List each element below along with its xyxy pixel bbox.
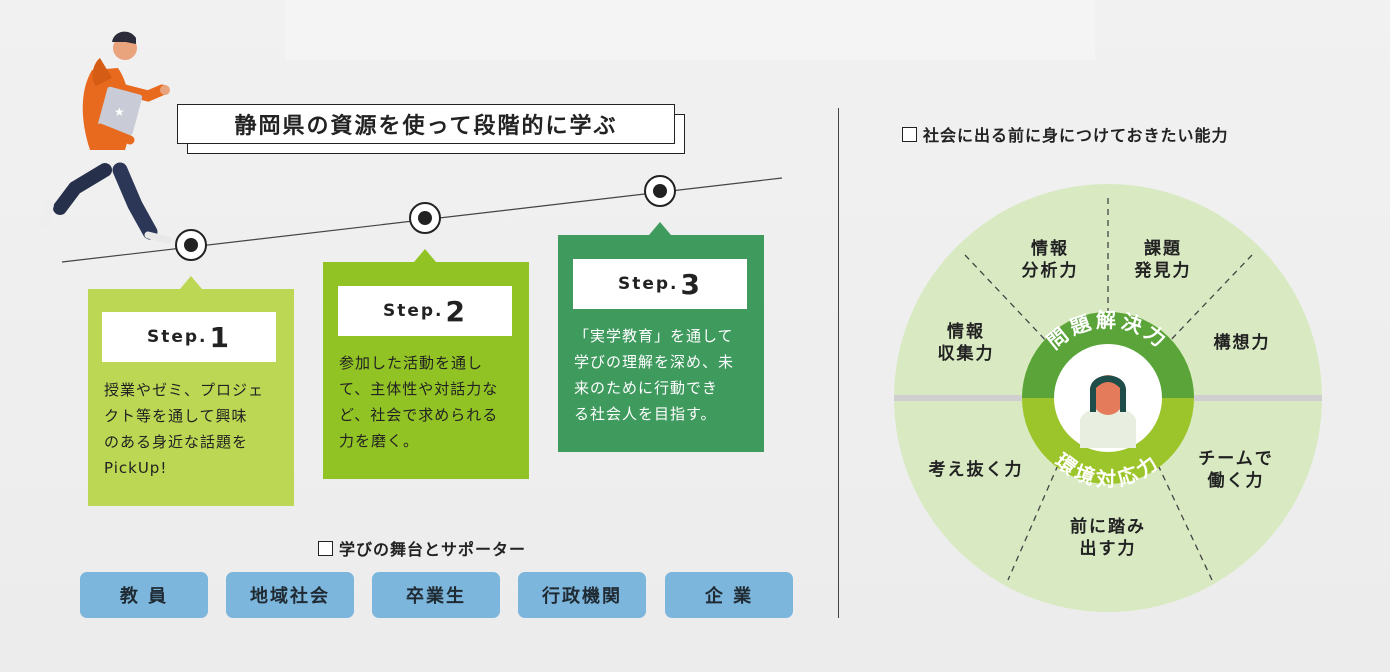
supporter-alumni: 卒業生 [372,572,500,618]
supporter-companies: 企 業 [665,572,793,618]
step-1-label: Step.1 [102,312,276,362]
top-band [285,0,1095,60]
step-3-prefix: Step. [617,274,679,294]
wheel-dividers [964,198,1253,581]
ability-text: 考え抜く力 [928,460,1024,480]
ability-text: 情報 [947,322,985,342]
supporters-title-text: 学びの舞台とサポーター [339,540,527,559]
step-1-line: 授業やゼミ、プロジェ [104,381,265,399]
supporters-title: 学びの舞台とサポーター [318,536,526,560]
ability-text: チームで [1198,449,1274,469]
ability-text: 収集力 [937,344,995,364]
ability-text: 出す力 [1079,539,1137,559]
step-3-card: Step.3 「実学教育」を通して 学びの理解を深め、未 来のために行動でき る… [558,235,764,452]
step-1-prefix: Step. [146,327,208,347]
svg-text:★: ★ [114,105,125,119]
step-slope [61,175,783,289]
ability-teamwork: チームで 働く力 [1198,448,1274,492]
ability-problem-finding: 課題 発見力 [1135,238,1192,282]
step-2-card: Step.2 参加した活動を通し て、主体性や対話力な ど、社会で求められる 力… [323,262,529,479]
ability-text: 課題 [1144,239,1182,259]
ability-text: 働く力 [1207,471,1265,491]
supporter-teachers: 教 員 [80,572,208,618]
ability-text: 構想力 [1213,333,1271,353]
step-marker-2 [409,202,441,234]
section-heading: 静岡県の資源を使って段階的に学ぶ [177,104,675,144]
step-3-number: 3 [680,267,702,301]
step-2-number: 2 [445,294,467,328]
ability-text: 前に踏み [1070,517,1146,537]
ability-thinking: 考え抜く力 [929,459,1024,481]
step-marker-1 [175,229,207,261]
step-2-line: て、主体性や対話力な [339,380,499,398]
step-1-line: のある身近な話題を [104,433,249,451]
step-3-description: 「実学教育」を通して 学びの理解を深め、未 来のために行動でき る社会人を目指す… [574,323,734,427]
step-2-description: 参加した活動を通し て、主体性や対話力な ど、社会で求められる 力を磨く。 [339,350,498,454]
abilities-title-text: 社会に出る前に身につけておきたい能力 [923,126,1229,145]
step-2-prefix: Step. [382,301,444,321]
step-2-label: Step.2 [338,286,512,336]
runner-illustration: ★ [40,31,172,244]
ability-text: 情報 [1031,239,1069,259]
ability-info-analysis: 情報 分析力 [1022,238,1079,282]
step-3-line: 学びの理解を深め、未 [574,353,735,371]
supporter-government: 行政機関 [518,572,646,618]
step-3-label: Step.3 [573,259,747,309]
person-icon [1080,375,1136,448]
ability-action: 前に踏み 出す力 [1070,516,1146,560]
step-1-line: PickUp! [104,459,168,477]
step-2-line: 参加した活動を通し [339,354,484,372]
step-1-line: クト等を通して興味 [104,407,248,425]
vertical-divider [838,108,839,618]
step-3-line: 来のために行動でき [574,379,719,397]
step-1-card: Step.1 授業やゼミ、プロジェ クト等を通して興味 のある身近な話題を Pi… [88,289,294,506]
ability-text: 分析力 [1021,261,1079,281]
step-2-line: ど、社会で求められる [339,406,499,424]
step-marker-3 [644,175,676,207]
step-1-description: 授業やゼミ、プロジェ クト等を通して興味 のある身近な話題を PickUp! [104,377,264,481]
checkbox-icon [318,541,333,556]
ability-planning: 構想力 [1214,332,1271,354]
ability-text: 発見力 [1134,261,1192,281]
ability-info-gathering: 情報 収集力 [938,321,995,365]
step-2-line: 力を磨く。 [339,432,420,450]
step-1-number: 1 [209,320,231,354]
supporter-community: 地域社会 [226,572,354,618]
abilities-title: 社会に出る前に身につけておきたい能力 [902,122,1229,146]
ability-wheel: 問題解決力 環境対応力 [894,184,1322,612]
checkbox-icon [902,127,917,142]
step-3-line: 「実学教育」を通して [574,327,734,345]
step-3-line: る社会人を目指す。 [574,405,717,423]
